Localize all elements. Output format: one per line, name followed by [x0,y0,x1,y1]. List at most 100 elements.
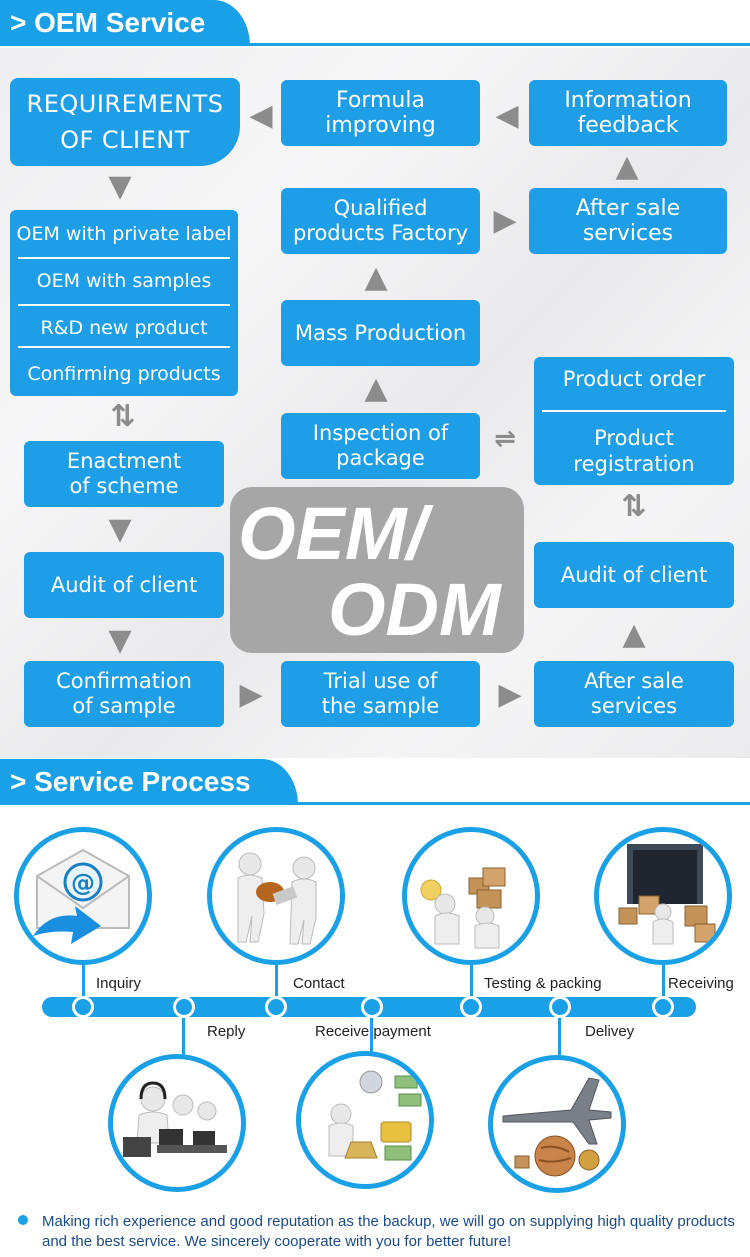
call-center-icon [123,1081,227,1157]
badge-oem-text: OEM/ [238,492,428,575]
timeline-dot [460,996,482,1018]
warehouse-icon [618,844,716,945]
enactment-line-1: Enactment [66,449,182,473]
option-divider [18,346,230,348]
oem-service-title: > OEM Service [0,0,250,46]
information-line-1: Information [564,88,692,113]
email-icon: @ [33,848,130,944]
inquiry-circle: @ [14,827,152,965]
step-receiving: Receiving [668,975,734,992]
option-samples: OEM with samples [36,270,212,292]
arrow-right-icon: ▶ [493,203,517,238]
service-process-title: > Service Process [0,759,298,805]
arrow-left-icon: ◀ [249,98,273,133]
step-contact: Contact [293,975,345,992]
requirements-line-2: OF CLIENT [60,126,190,154]
option-divider [18,304,230,306]
timeline-stem [275,960,278,1000]
testing-packing-circle [402,827,540,965]
inspection-line-1: Inspection of [312,421,449,445]
qualified-line-2: products Factory [292,221,469,245]
option-private-label: OEM with private label [16,223,232,245]
information-line-2: feedback [577,113,679,138]
mass-production-box: Mass Production [281,300,480,366]
timeline-dot [549,996,571,1018]
timeline-dot [72,996,94,1018]
bullet-icon [18,1215,28,1225]
mass-production-label: Mass Production [294,320,467,345]
order-divider [542,410,726,412]
product-registration-line-2: registration [573,452,695,476]
badge-odm-text: ODM [328,568,501,651]
trial-line-2: the sample [321,694,440,718]
formula-line-1: Formula [336,88,425,113]
up-down-arrows-icon: ⇅ [621,489,647,524]
option-divider [18,257,230,259]
inspection-icon [420,867,506,949]
after-sale-bottom-line-1: After sale [584,669,684,693]
svg-text:@: @ [71,869,95,897]
header-divider [0,43,750,46]
product-registration-line-1: Product [594,426,674,450]
audit-left-label: Audit of client [50,572,198,597]
step-delivery: Delivey [585,1023,635,1040]
reply-circle [108,1054,246,1192]
arrow-up-icon: ▲ [364,260,388,295]
option-confirming: Confirming products [27,363,221,385]
arrow-up-icon: ▲ [622,617,646,652]
inspection-line-2: package [336,446,425,470]
service-process-header: > Service Process [0,759,750,805]
header-divider [0,802,750,805]
receiving-circle [594,827,732,965]
airplane-globe-icon [502,1077,612,1177]
step-receive-payment: Receive payment [315,1023,431,1040]
timeline-stem [182,1014,185,1060]
option-rd: R&D new product [40,317,208,339]
confirmation-line-1: Confirmation [56,669,192,693]
timeline-dot [361,996,383,1018]
arrow-down-icon: ▼ [108,623,132,658]
trial-line-1: Trial use of [323,669,438,693]
step-inquiry: Inquiry [96,975,142,992]
money-icon [328,1070,422,1161]
after-sale-bottom-line-2: services [590,694,678,718]
product-order-label: Product order [562,367,706,391]
order-registration-box: Product order Product registration [534,357,734,485]
arrow-up-icon: ▲ [615,149,639,184]
arrow-right-icon: ▶ [239,677,263,712]
arrow-up-icon: ▲ [364,371,388,406]
timeline-stem [662,960,665,1000]
step-reply: Reply [207,1023,246,1040]
arrow-right-icon: ▶ [498,677,522,712]
swap-arrows-icon: ⇌ [494,424,516,454]
confirmation-line-2: of sample [72,694,176,718]
arrow-left-icon: ◀ [495,98,519,133]
timeline-stem [558,1014,561,1058]
arrow-down-icon: ▼ [108,512,132,547]
enactment-line-2: of scheme [69,474,179,498]
timeline-stem [82,960,85,1000]
delivery-circle [488,1055,626,1193]
audit-right-label: Audit of client [560,562,708,587]
qualified-line-1: Qualified [333,196,428,220]
audit-left-box: Audit of client [24,552,224,618]
contact-circle [207,827,345,965]
oem-odm-badge: OEM/ ODM [230,487,524,653]
timeline-dot [652,996,674,1018]
timeline-stem [470,960,473,1000]
after-sale-top-line-1: After sale [575,196,681,221]
formula-line-2: improving [325,113,436,138]
step-testing-packing: Testing & packing [484,975,602,992]
handshake-icon [237,852,317,945]
timeline-dot [265,996,287,1018]
timeline-stem [370,1014,373,1054]
